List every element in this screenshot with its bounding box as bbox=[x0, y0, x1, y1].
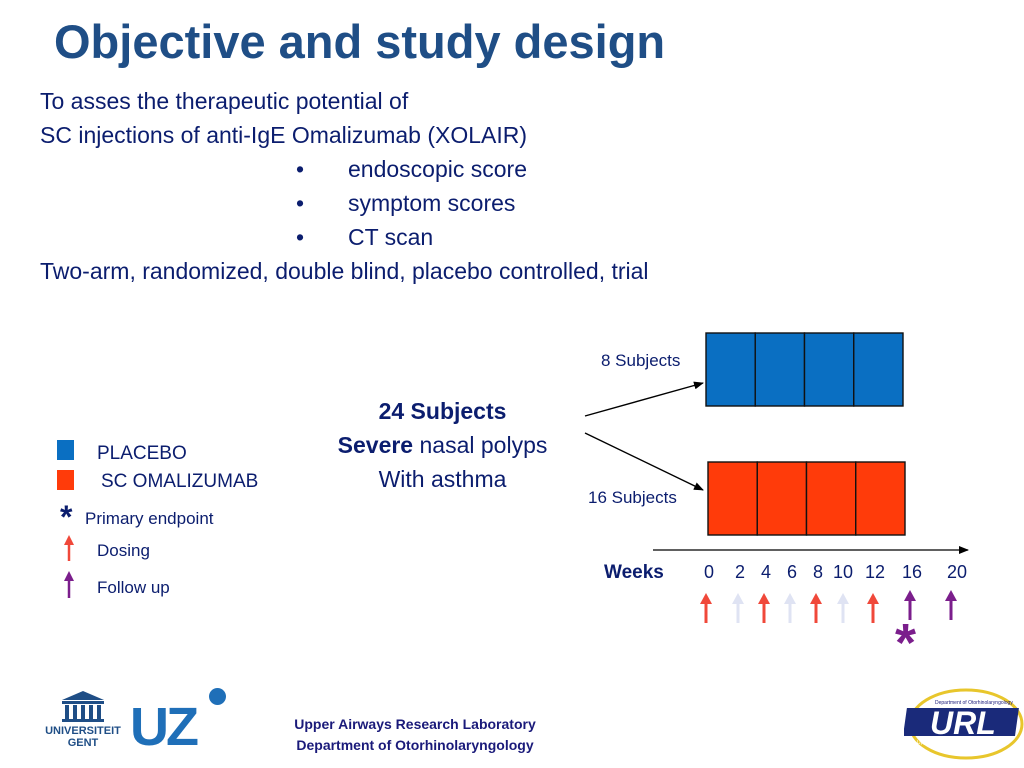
page-title: Objective and study design bbox=[54, 15, 666, 68]
bullet-text: endoscopic score bbox=[348, 156, 527, 182]
week-tick-label: 16 bbox=[901, 562, 923, 582]
omalizumab-arm-segment bbox=[805, 461, 857, 536]
week-tick-label: 8 bbox=[812, 562, 823, 582]
objective-line-1: To asses the therapeutic potential of bbox=[40, 88, 409, 114]
url-logo-bottom-text: Upper Airways Research Laboratory bbox=[917, 740, 998, 746]
week-tick-label: 0 bbox=[703, 562, 714, 582]
ugent-logo-line-1: UNIVERSITEIT bbox=[45, 725, 121, 737]
primary-endpoint-star-icon: * bbox=[60, 499, 73, 535]
ugent-logo bbox=[62, 691, 104, 722]
design-line: Two-arm, randomized, double blind, place… bbox=[40, 258, 649, 284]
subjects-condition: Severe nasal polyps bbox=[300, 428, 585, 462]
omalizumab-arm-segment bbox=[855, 461, 906, 536]
bullet-text: symptom scores bbox=[348, 190, 516, 216]
omalizumab-arm-label: 16 Subjects bbox=[588, 488, 677, 507]
faded-arrow-icon bbox=[732, 593, 744, 623]
url-logo-text: URL bbox=[930, 705, 996, 741]
footer-lab: Upper Airways Research Laboratory bbox=[294, 716, 536, 732]
bullet-dot: • bbox=[296, 190, 305, 216]
bullet-item: • endoscopic score bbox=[296, 156, 527, 183]
placebo-legend-swatch bbox=[57, 440, 74, 460]
dosing-arrow-icon bbox=[867, 593, 879, 623]
weeks-axis-label: Weeks bbox=[604, 562, 664, 583]
week-tick-label: 2 bbox=[734, 562, 745, 582]
uz-logo-dot-icon bbox=[209, 688, 226, 705]
uz-logo: UZ bbox=[130, 697, 199, 757]
bullet-dot: • bbox=[296, 224, 305, 250]
endpoint-star-icon: * bbox=[895, 613, 917, 673]
url-logo bbox=[904, 688, 1024, 760]
placebo-arm-segment bbox=[705, 332, 756, 407]
placebo-arm-segment bbox=[754, 332, 806, 407]
faded-arrow-icon bbox=[784, 593, 796, 623]
omalizumab-arm-segment bbox=[756, 461, 808, 536]
subjects-asthma: With asthma bbox=[378, 466, 507, 492]
bullet-item: • CT scan bbox=[296, 224, 433, 251]
bullet-item: • symptom scores bbox=[296, 190, 515, 217]
dosing-arrow-icon bbox=[700, 593, 712, 623]
dosing-legend-label: Dosing bbox=[97, 541, 150, 560]
placebo-arm-segment bbox=[803, 332, 855, 407]
omalizumab-legend-label: SC OMALIZUMAB bbox=[101, 471, 259, 492]
dosing-legend-arrow-icon bbox=[64, 535, 74, 561]
ugent-logo-line-2: GENT bbox=[67, 737, 99, 749]
followup-legend-label: Follow up bbox=[97, 578, 170, 597]
week-tick-label: 12 bbox=[864, 562, 886, 582]
placebo-legend-label: PLACEBO bbox=[97, 443, 187, 464]
omalizumab-legend-swatch bbox=[57, 470, 74, 490]
severe-text: Severe bbox=[337, 432, 414, 458]
subjects-description: 24 Subjects Severe nasal polyps With ast… bbox=[300, 394, 585, 496]
followup-arrow-icon bbox=[945, 590, 957, 620]
dosing-arrow-icon bbox=[810, 593, 822, 623]
week-tick-label: 4 bbox=[760, 562, 771, 582]
omalizumab-arm-bar bbox=[707, 461, 906, 536]
ugent-logo-text: UNIVERSITEIT GENT bbox=[40, 725, 126, 749]
week-tick-label: 20 bbox=[946, 562, 968, 582]
followup-arrow-icon bbox=[904, 590, 916, 620]
week-tick-label: 10 bbox=[832, 562, 854, 582]
faded-arrow-icon bbox=[837, 593, 849, 623]
footer-department: Department of Otorhinolaryngology bbox=[296, 737, 534, 753]
url-logo-top-text: Department of Otorhinolaryngology bbox=[935, 700, 1013, 706]
placebo-arm-segment bbox=[853, 332, 904, 407]
placebo-arm-label: 8 Subjects bbox=[601, 351, 681, 370]
bullet-dot: • bbox=[296, 156, 305, 182]
followup-legend-arrow-icon bbox=[64, 571, 74, 598]
footer-credit: Upper Airways Research Laboratory Depart… bbox=[230, 714, 600, 756]
placebo-arm-bar bbox=[705, 332, 904, 407]
objective-line-2: SC injections of anti-IgE Omalizumab (XO… bbox=[40, 122, 528, 148]
omalizumab-arm-segment bbox=[707, 461, 758, 536]
week-tick-label: 6 bbox=[786, 562, 797, 582]
nasal-polyps-text: nasal polyps bbox=[413, 432, 548, 458]
bullet-text: CT scan bbox=[348, 224, 434, 250]
branch-arrow-placebo bbox=[584, 381, 704, 417]
primary-endpoint-label: Primary endpoint bbox=[85, 509, 214, 528]
subjects-count: 24 Subjects bbox=[378, 398, 507, 424]
dosing-arrow-icon bbox=[758, 593, 770, 623]
branch-arrow-omalizumab bbox=[584, 432, 704, 491]
week-markers bbox=[700, 590, 957, 623]
